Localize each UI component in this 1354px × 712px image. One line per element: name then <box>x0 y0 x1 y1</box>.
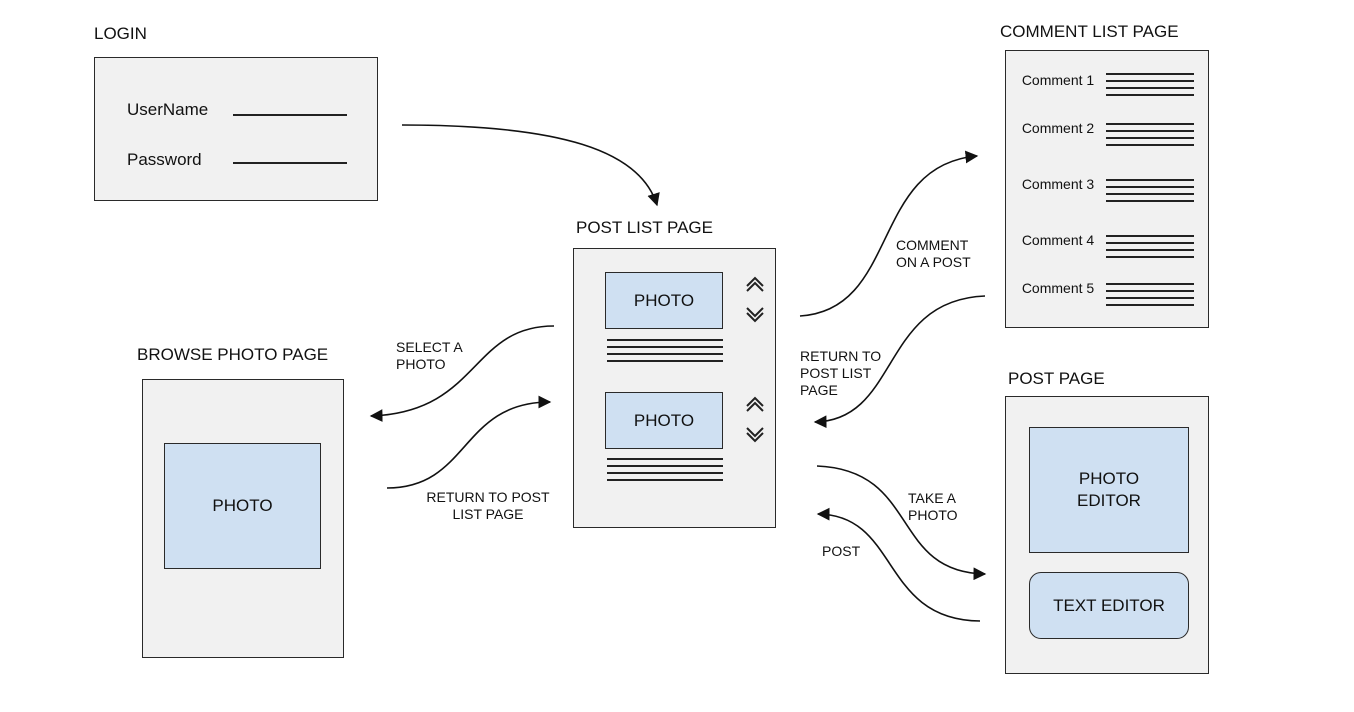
browse-frame: PHOTO <box>142 379 344 658</box>
label-comment-on-post: COMMENT ON A POST <box>896 237 971 270</box>
chevron-down-icon[interactable] <box>744 425 766 445</box>
login-title: LOGIN <box>94 24 147 43</box>
arrow-select-photo <box>369 325 555 422</box>
comment-label: Comment 3 <box>1021 176 1095 192</box>
chevron-up-icon[interactable] <box>744 394 766 414</box>
arrow-return-from-browse <box>386 395 552 489</box>
username-label: UserName <box>127 100 209 119</box>
arrow-return-from-comments <box>813 295 986 429</box>
label-return-post-list-right: RETURN TO POST LIST PAGE <box>800 348 882 398</box>
arrow-take-photo <box>816 465 987 581</box>
photo-editor[interactable]: PHOTO EDITOR <box>1029 427 1189 553</box>
post-photo-1[interactable]: PHOTO <box>605 272 723 329</box>
post-page-frame: PHOTO EDITOR TEXT EDITOR <box>1005 396 1209 674</box>
text-editor[interactable]: TEXT EDITOR <box>1029 572 1189 639</box>
post-text-lines-1 <box>607 339 723 367</box>
label-post: POST <box>822 543 861 559</box>
label-return-post-list-left: RETURN TO POST LIST PAGE <box>426 489 550 522</box>
chevron-down-icon[interactable] <box>744 305 766 325</box>
comment-list-title: COMMENT LIST PAGE <box>1000 22 1179 41</box>
arrow-post <box>816 507 981 622</box>
browse-photo[interactable]: PHOTO <box>164 443 321 569</box>
comment-lines <box>1106 179 1194 207</box>
post-list-title: POST LIST PAGE <box>576 218 713 237</box>
login-frame: UserName Password <box>94 57 378 201</box>
comment-label: Comment 1 <box>1021 72 1095 88</box>
chevron-up-icon[interactable] <box>744 274 766 294</box>
password-field[interactable] <box>233 162 347 164</box>
comment-label: Comment 2 <box>1021 120 1095 136</box>
comment-lines <box>1106 235 1194 263</box>
comment-lines <box>1106 283 1194 311</box>
label-select-photo: SELECT A PHOTO <box>396 339 462 372</box>
comment-lines <box>1106 123 1194 151</box>
post-photo-2[interactable]: PHOTO <box>605 392 723 449</box>
comment-list-frame: Comment 1 Comment 2 Comment 3 Comment 4 … <box>1005 50 1209 328</box>
arrow-comment-on-post <box>799 150 979 317</box>
post-text-lines-2 <box>607 458 723 486</box>
post-list-frame: PHOTO PHOTO <box>573 248 776 528</box>
username-field[interactable] <box>233 114 347 116</box>
comment-label: Comment 4 <box>1021 232 1095 248</box>
browse-title: BROWSE PHOTO PAGE <box>137 345 329 364</box>
arrow-login-to-post-list <box>401 124 660 207</box>
comment-label: Comment 5 <box>1021 280 1095 296</box>
label-take-photo: TAKE A PHOTO <box>908 490 958 523</box>
post-page-title: POST PAGE <box>1008 369 1105 388</box>
password-label: Password <box>127 150 202 169</box>
comment-lines <box>1106 73 1194 101</box>
